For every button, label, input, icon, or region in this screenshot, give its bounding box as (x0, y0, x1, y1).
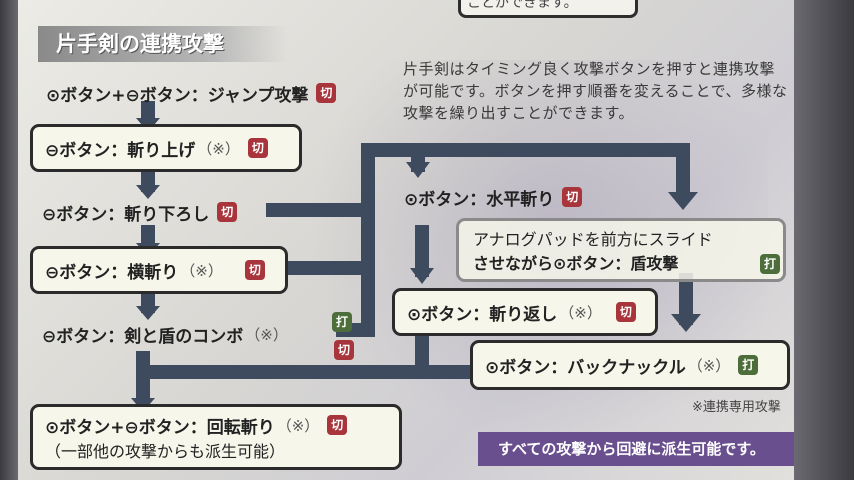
blunt-badge-icon: 打 (332, 312, 352, 332)
node-kiriage-label: ⊖ボタン：斬り上げ (45, 140, 196, 161)
node-jump-attack: ⊙ボタン+⊖ボタン：ジャンプ攻撃 切 (32, 76, 392, 110)
slash-badge-icon: 切 (327, 415, 348, 435)
node-kaeshi-note: （※） (559, 303, 602, 322)
slash-badge-icon: 切 (316, 83, 337, 103)
node-kaiten-subtext: （一部他の攻撃からも派生可能） (45, 441, 286, 461)
node-kaiten-note: （※） (276, 416, 320, 435)
node-backknuckle-note: （※） (687, 356, 731, 375)
arrow-suihei (406, 162, 430, 178)
node-combo-note: （※） (245, 325, 288, 344)
screen-bezel-left (0, 0, 18, 480)
arrow-kiriorosh (136, 185, 160, 199)
game-screen: ことができます。 片手剣の連携攻撃 片手剣はタイミング良く攻撃ボタンを押すと連携… (18, 0, 794, 480)
node-yokogiri-note: （※） (180, 261, 223, 280)
node-kaiten-label: ⊙ボタン+⊖ボタン：回転斬り (45, 417, 275, 438)
slash-badge-icon: 切 (244, 260, 265, 280)
combo-flow-lines (131, 101, 701, 412)
node-backknuckle: ⊙ボタン：バックナックル （※） 打 (470, 340, 790, 390)
node-kaeshi: ⊙ボタン：斬り返し （※） 切 (392, 288, 658, 336)
node-combo-label: ⊖ボタン：剣と盾のコンボ (42, 326, 244, 347)
section-title: 片手剣の連携攻撃 (38, 26, 288, 62)
slash-badge-icon: 切 (217, 202, 238, 222)
node-jump-attack-label: ⊙ボタン+⊖ボタン：ジャンプ攻撃 (46, 85, 309, 106)
arrow-back (671, 314, 701, 332)
node-yokogiri-label: ⊖ボタン：横斬り (45, 262, 179, 283)
node-kiriage-note: （※） (197, 139, 240, 158)
screen-bezel-right (794, 0, 854, 480)
slash-badge-icon: 切 (615, 302, 636, 322)
node-kaiten: ⊙ボタン+⊖ボタン：回転斬り （※） 切 （一部他の攻撃からも派生可能） (30, 404, 402, 470)
node-suihei-label: ⊙ボタン：水平斬り (404, 189, 555, 210)
arrow-combo (136, 306, 160, 320)
arrow-kaeshi (410, 268, 434, 284)
description-text: 片手剣はタイミング良く攻撃ボタンを押すと連携攻撃が可能です。ボタンを押す順番を変… (403, 60, 788, 122)
evade-info-banner: すべての攻撃から回避に派生可能です。 (478, 432, 794, 466)
node-yokogiri: ⊖ボタン：横斬り （※） 切 (30, 246, 288, 294)
slash-badge-icon: 切 (562, 187, 583, 207)
node-kaeshi-label: ⊙ボタン：斬り返し (407, 304, 558, 325)
arrow-tate (668, 192, 698, 210)
node-tate-line2: させながら⊙ボタン：盾攻撃 (473, 254, 679, 273)
node-tate: アナログパッドを前方にスライド させながら⊙ボタン：盾攻撃 (456, 218, 786, 282)
slash-badge-icon: 切 (247, 138, 268, 158)
blunt-badge-icon: 打 (760, 254, 780, 274)
previous-section-box: ことができます。 (458, 0, 638, 18)
node-kiriorosh: ⊖ボタン：斬り下ろし 切 (28, 194, 278, 230)
node-suihei: ⊙ボタン：水平斬り 切 (390, 180, 630, 214)
node-kiriorosh-label: ⊖ボタン：斬り下ろし (42, 204, 210, 225)
blunt-badge-icon: 打 (738, 355, 759, 375)
node-combo: ⊖ボタン：剣と盾のコンボ （※） (28, 314, 348, 354)
node-kiriage: ⊖ボタン：斬り上げ （※） 切 (30, 124, 302, 172)
node-tate-line1: アナログパッドを前方にスライド (473, 230, 713, 249)
node-backknuckle-label: ⊙ボタン：バックナックル (485, 357, 686, 378)
slash-badge-icon: 切 (334, 340, 354, 360)
footnote-combo-only: ※連携専用攻撃 (692, 400, 781, 415)
